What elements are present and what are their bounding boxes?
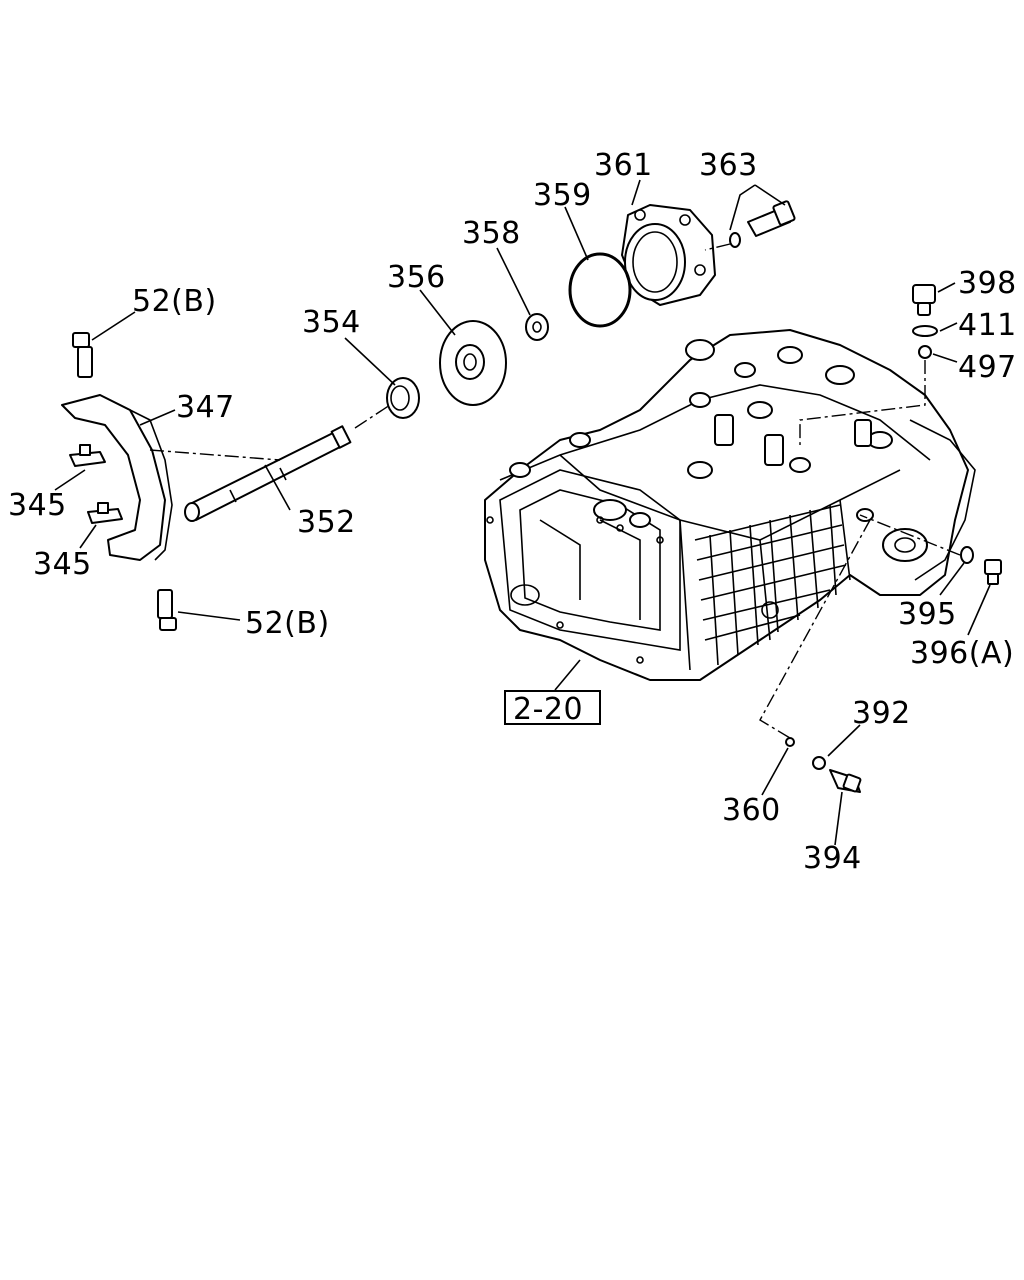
leader-lines xyxy=(54,179,991,846)
part-497-ball xyxy=(918,345,932,359)
case-ribs xyxy=(694,504,847,666)
part-52b-bolt-upper xyxy=(72,332,93,378)
part-394-sensor xyxy=(829,769,862,793)
callout-52b-bottom: 52(B) xyxy=(245,606,330,641)
part-52b-bolt-lower xyxy=(157,589,177,631)
callout-354: 354 xyxy=(302,305,361,340)
part-347-fork xyxy=(61,394,173,561)
part-358-nut xyxy=(525,313,549,341)
callout-359: 359 xyxy=(533,178,592,213)
part-361-cover xyxy=(621,204,716,306)
callout-356: 356 xyxy=(387,260,446,295)
transmission-case xyxy=(484,329,976,681)
callout-52b-top: 52(B) xyxy=(132,284,217,319)
callout-358: 358 xyxy=(462,216,521,251)
part-354-seal xyxy=(386,377,420,419)
callout-345-upper: 345 xyxy=(8,488,67,523)
callout-396a: 396(A) xyxy=(910,636,1014,671)
callout-352: 352 xyxy=(297,505,356,540)
case-top-bosses xyxy=(509,339,893,528)
part-363-bolt xyxy=(729,200,796,248)
reference-box-label: 2-20 xyxy=(513,692,583,727)
part-360-ball xyxy=(785,737,795,747)
part-398-plug xyxy=(912,284,936,316)
callout-345-lower: 345 xyxy=(33,547,92,582)
part-359-o-ring xyxy=(568,252,632,328)
callout-363: 363 xyxy=(699,148,758,183)
part-392-ring xyxy=(812,756,826,770)
callout-411: 411 xyxy=(958,308,1017,343)
part-411-ring xyxy=(912,325,938,337)
callout-347: 347 xyxy=(176,390,235,425)
part-356-flange xyxy=(439,320,507,406)
callout-398: 398 xyxy=(958,266,1017,301)
part-396a-plug xyxy=(984,559,1002,585)
assembly-axis-lines xyxy=(149,243,961,739)
callout-395: 395 xyxy=(898,597,957,632)
callout-497: 497 xyxy=(958,350,1017,385)
callout-360: 360 xyxy=(722,793,781,828)
reference-box-2-20[interactable]: 2-20 xyxy=(504,690,601,727)
callout-392: 392 xyxy=(852,696,911,731)
part-395-ring xyxy=(960,546,974,564)
part-345-pad-lower xyxy=(87,502,123,524)
callout-361: 361 xyxy=(594,148,653,183)
callout-394: 394 xyxy=(803,841,862,876)
part-352-shaft xyxy=(184,425,352,522)
part-345-pad-upper xyxy=(69,444,106,467)
